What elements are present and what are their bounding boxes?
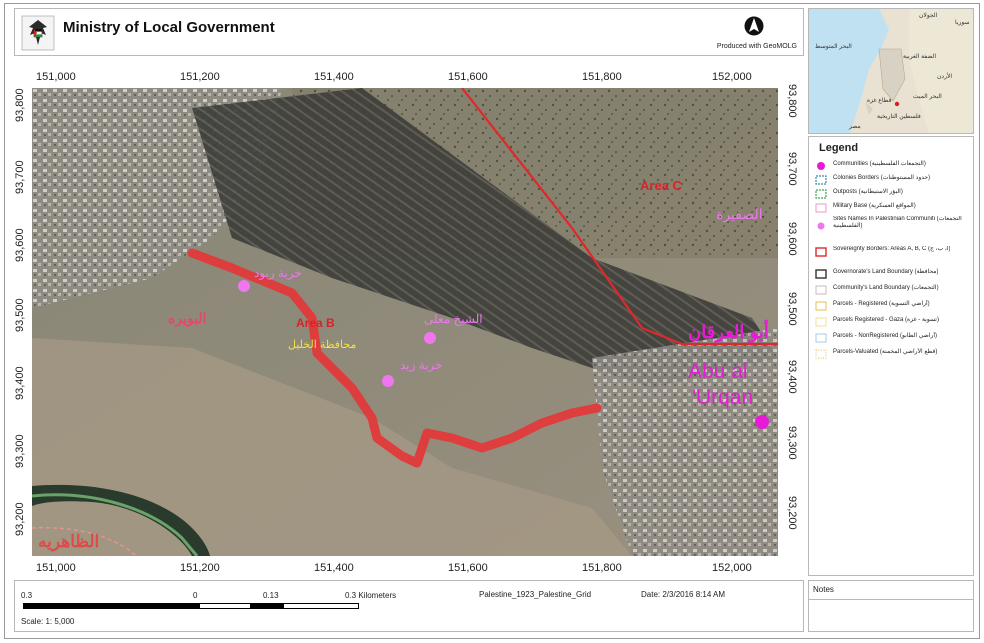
map-label-khirbet-zaid: خربة زيد [400,358,443,372]
north-arrow-icon [743,15,765,37]
tick-left: 93,600 [14,228,26,262]
legend-item-parcels-nonregistered: Parcels - NonRegistered (أراضي الطابو) [815,328,973,343]
dark-box-icon [815,266,827,279]
tick-bottom: 151,400 [314,562,354,574]
tick-left: 93,700 [14,160,26,194]
inset-label: الضفة الغربية [903,54,937,60]
map-label-governorate: محافظة الخليل [288,339,357,351]
map-label-area-c: Area C [640,178,682,193]
legend-item-community-boundary: Community's Land Boundary (التجمعات) [815,280,973,295]
notes-box[interactable] [809,599,973,627]
notes-panel: Notes [808,580,974,632]
tick-bottom: 151,600 [448,562,488,574]
scale-label: 0 [193,591,198,600]
legend-item-sovereignty: Sovereignty Borders: Areas A, B, C (أ، ب… [815,238,973,260]
map-label-dhahiriya: الظاهريه [38,532,100,551]
pink-dot-icon [815,218,827,230]
legend-item-colonies: Colonies Borders (حدود المستوطنات) [815,170,973,185]
teal-dashed-box-icon [815,172,827,185]
map-header: Ministry of Local Government Produced wi… [14,8,804,56]
tick-right: 93,500 [786,292,798,326]
legend-item-military: Military Base (المواقع العسكرية) [815,198,973,213]
tick-bottom: 152,000 [712,562,752,574]
legend-item-governorate: Governorate's Land Boundary (محافظة) [815,264,973,279]
legend-item-parcels-registered: Parcels - Registered (أراضي التسوية) [815,296,973,311]
legend-title: Legend [819,142,859,154]
scale-segment [284,604,358,608]
tick-bottom: 151,200 [180,562,220,574]
legend-item-sites: Sites Names In Palestinian Communiti (ال… [815,212,973,234]
tick-bottom: 151,800 [582,562,622,574]
map-label-abu-en-1: Abu al [688,360,748,383]
map-label-left-red: البويره [168,310,207,326]
legend-item-parcels-gaza: Parcels Registered - Gaza (تسوية - غزة) [815,312,973,327]
tick-top: 151,800 [582,71,622,83]
grid-system: Palestine_1923_Palestine_Grid [479,590,592,599]
tick-left: 93,800 [14,88,26,122]
satellite-map[interactable]: Area C Area B الشيخ معلى خربة ربود خربة … [32,88,778,556]
scale-label: 0.3 Kilometers [345,591,397,600]
tick-top: 151,000 [36,71,76,83]
tick-top: 151,600 [448,71,488,83]
produced-with-text: Produced with GeoMOLG [716,43,797,50]
map-date: Date: 2/3/2016 8:14 AM [641,590,726,599]
legend-item-outposts: Outposts (البؤر الاستيطانية) [815,184,973,199]
scale-label: 0.13 [263,591,279,600]
tick-left: 93,500 [14,298,26,332]
tick-top: 151,200 [180,71,220,83]
yellow-box-icon [815,298,827,311]
tick-right: 93,300 [786,426,798,460]
legend-item-parcels-valuated: Parcels-Valuated (قطع الأراضي المخمنة) [815,344,973,359]
inset-locator-map[interactable]: الجولان سوريا البحر المتوسط الضفة الغربي… [808,8,974,134]
tick-left: 93,400 [14,366,26,400]
map-label-area-b: Area B [296,316,335,330]
tick-top: 151,400 [314,71,354,83]
map-label-abu-arabic: أبو العرقان [688,322,769,342]
tick-right: 93,200 [786,496,798,530]
page-title: Ministry of Local Government [63,19,275,36]
magenta-dot-icon [815,158,827,170]
notes-title: Notes [813,585,834,594]
scale-bar [23,603,359,609]
legend-item-communities: Communities (التجمعات الفلسطينية) [815,156,973,170]
green-dashed-box-icon [815,186,827,199]
inset-label: سوريا [955,20,970,26]
tick-right: 93,400 [786,360,798,394]
tick-left: 93,200 [14,502,26,536]
scale-segment [24,604,200,608]
tick-right: 93,600 [786,222,798,256]
yellow-dotted-box-icon [815,346,827,359]
pink-box-icon [815,200,827,213]
tick-bottom: 151,000 [36,562,76,574]
light-box-icon [815,282,827,295]
scale-segment [200,604,250,608]
map-label-abu-en-2: 'Urqan [692,386,754,409]
inset-label: مصر [849,124,861,130]
tick-left: 93,300 [14,434,26,468]
inset-label: البحر الميت [913,94,942,100]
map-label-sfira: الصفيرة [716,206,763,222]
inset-label: البحر المتوسط [815,44,852,50]
tick-right: 93,700 [786,152,798,186]
pale-yellow-box-icon [815,314,827,327]
inset-label: قطاع غزة [867,98,892,104]
inset-label: فلسطين التاريخية [877,114,921,120]
map-label-khirbet-rabud: خربة ربود [254,266,302,280]
red-box-icon [815,244,827,257]
legend-panel: Legend Communities (التجمعات الفلسطينية)… [808,136,974,576]
inset-label: الأردن [937,74,953,80]
inset-label: الجولان [919,13,938,19]
tick-right: 93,800 [786,84,798,118]
scale-panel: 0.3 0 0.13 0.3 Kilometers Scale: 1: 5,00… [14,580,804,632]
pale-blue-box-icon [815,330,827,343]
scale-segment [250,604,284,608]
palestinian-emblem-icon [21,15,55,51]
scale-label: 0.3 [21,591,33,600]
tick-top: 152,000 [712,71,752,83]
scale-ratio: Scale: 1: 5,000 [21,617,75,626]
map-label-sheikh-muala: الشيخ معلى [424,312,483,326]
